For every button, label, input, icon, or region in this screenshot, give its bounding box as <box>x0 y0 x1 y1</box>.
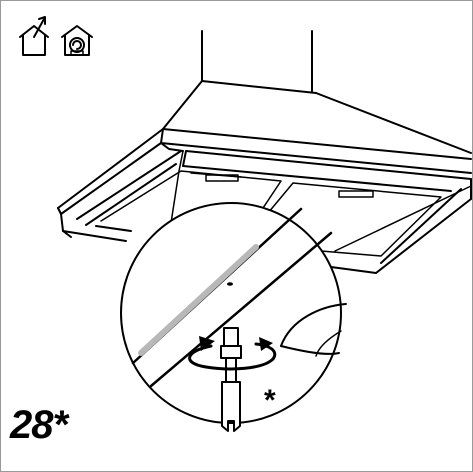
chimney <box>201 30 317 94</box>
hood-frame <box>60 142 472 274</box>
hood-canopy <box>57 80 472 215</box>
detail-marker: * <box>264 384 276 417</box>
rotation-arrow-icon <box>188 336 277 371</box>
detail-pointers <box>168 150 472 252</box>
grease-filters <box>100 170 442 257</box>
step-label: 28* <box>10 403 68 447</box>
recirculation-house-icon <box>61 25 93 56</box>
magnified-detail <box>120 202 347 424</box>
outdoor-venting-house-icon <box>19 16 49 56</box>
